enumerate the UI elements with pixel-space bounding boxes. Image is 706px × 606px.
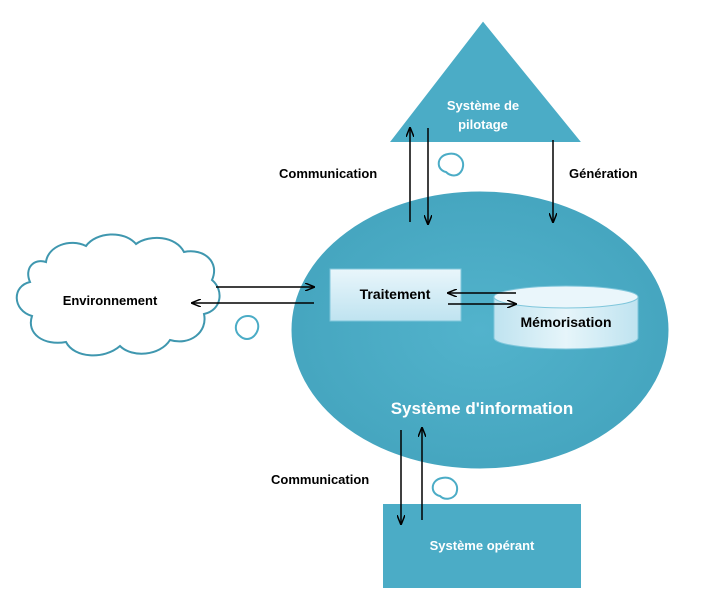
traitement-box (329, 268, 462, 322)
pilotage-system-triangle (385, 18, 586, 144)
environment-label: Environnement (63, 293, 158, 308)
information-system-ellipse (288, 188, 672, 472)
generation-label: Génération (569, 166, 638, 181)
loop-icon-bottom (431, 476, 458, 500)
memorisation-cylinder-body (493, 296, 639, 350)
information-system-label: Système d'information (391, 399, 574, 418)
operant-system-box (381, 502, 583, 590)
loop-icon-top (437, 152, 464, 177)
memorisation-cylinder-top (493, 285, 639, 309)
pilotage-label-line1: Système de (447, 98, 519, 113)
environment-cloud (15, 233, 221, 357)
pilotage-label-line2: pilotage (458, 117, 508, 132)
operant-label: Système opérant (430, 538, 535, 553)
communication-bottom-label: Communication (271, 472, 369, 487)
traitement-label: Traitement (360, 286, 431, 302)
loop-icon-left (234, 314, 260, 340)
communication-top-label: Communication (279, 166, 377, 181)
memorisation-label: Mémorisation (520, 314, 611, 330)
